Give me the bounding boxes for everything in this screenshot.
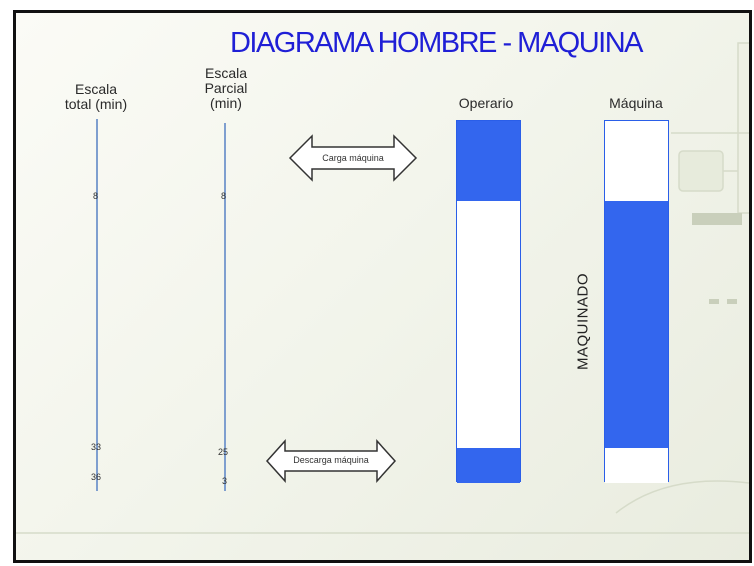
operator-idle-segment	[457, 201, 520, 448]
total-scale-label-line2: total (min)	[64, 96, 128, 112]
unload-arrow-label: Descarga máquina	[293, 455, 369, 465]
total-tick-1: 8	[93, 191, 99, 201]
slide: DIAGRAMA HOMBRE - MAQUINA Escala total (…	[13, 10, 752, 563]
machine-label: Máquina	[609, 95, 663, 111]
load-arrow	[288, 134, 418, 182]
total-scale-label-line1: Escala	[74, 81, 118, 97]
partial-scale-label: Escala Parcial (min)	[186, 66, 266, 111]
partial-scale-axis	[224, 123, 226, 491]
operator-load-segment	[457, 121, 520, 201]
partial-tick-3: 3	[222, 476, 228, 486]
partial-tick-1: 8	[221, 191, 227, 201]
load-arrow-label: Carga máquina	[322, 153, 384, 163]
operator-label: Operario	[458, 95, 514, 111]
partial-scale-label-line1: Escala	[204, 65, 248, 81]
total-tick-3: 36	[91, 472, 102, 482]
machining-label: MAQUINADO	[574, 273, 592, 371]
operator-bar	[456, 120, 521, 483]
machine-bar	[604, 120, 669, 483]
background-decoration	[16, 42, 749, 534]
partial-scale-label-line3: (min)	[210, 95, 242, 111]
unload-arrow	[265, 439, 397, 483]
total-scale-axis	[96, 119, 98, 491]
machine-idle-bottom-segment	[605, 448, 668, 483]
machine-idle-top-segment	[605, 121, 668, 201]
diagram-title: DIAGRAMA HOMBRE - MAQUINA	[229, 27, 644, 59]
partial-scale-label-line2: Parcial	[204, 80, 248, 96]
total-tick-2: 33	[91, 442, 102, 452]
machine-work-segment	[605, 201, 668, 448]
operator-unload-segment	[457, 448, 520, 483]
partial-tick-2: 25	[218, 447, 229, 457]
total-scale-label: Escala total (min)	[56, 82, 136, 112]
